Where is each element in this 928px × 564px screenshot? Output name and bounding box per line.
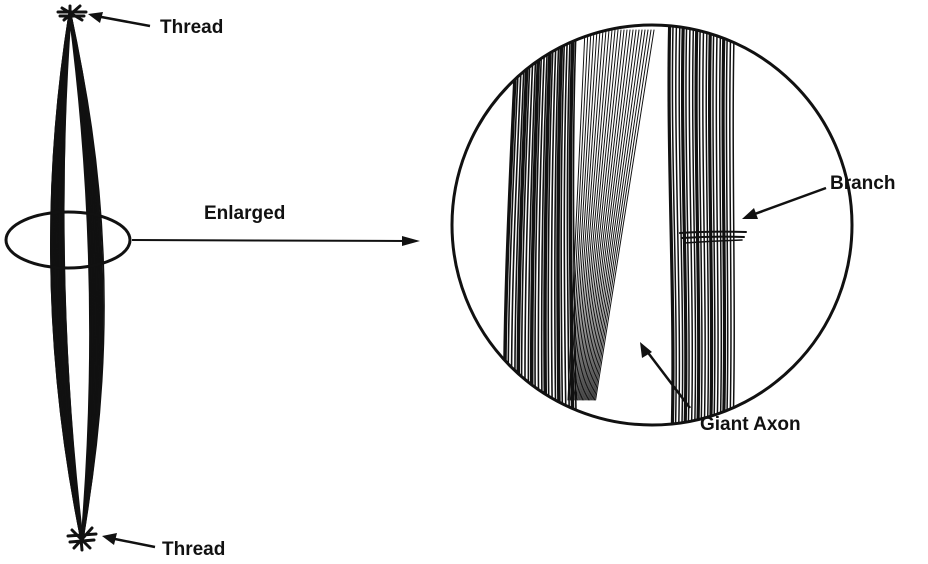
magnified-fiber-right [716, 10, 718, 440]
magnified-fiber-right [733, 10, 735, 440]
enlarge-arrow-head [402, 236, 420, 246]
magnified-fiber-right [726, 10, 727, 440]
branch-fiber [680, 232, 746, 233]
giant-axon-arrow [646, 350, 690, 408]
giant-axon-label: Giant Axon [700, 415, 801, 434]
thread-bottom-arrowhead [102, 533, 117, 545]
magnified-fiber-right [713, 10, 715, 440]
thread-top-arrow [96, 16, 150, 26]
thread-bottom-label: Thread [162, 540, 225, 559]
magnified-fiber-right [720, 10, 722, 440]
enlarge-arrow-shaft [132, 240, 408, 241]
branch-arrowhead [742, 208, 758, 219]
magnified-fiber-right [689, 10, 692, 440]
magnified-fiber-right [706, 10, 708, 440]
magnified-fiber-right [723, 10, 724, 440]
thread-bottom-arrow [110, 538, 155, 547]
magnified-fiber-right [696, 10, 699, 440]
branch-arrow [752, 188, 826, 215]
magnified-fiber-diagonal [586, 30, 630, 400]
nerve-bundle [52, 14, 104, 540]
enlarge-region-ellipse [6, 212, 130, 268]
thread-top-arrowhead [88, 12, 103, 23]
magnified-view [505, 10, 746, 440]
enlarged-label: Enlarged [204, 204, 285, 223]
magnified-fiber-right [703, 10, 705, 440]
branch-fiber [682, 237, 744, 238]
magnified-fiber-right [710, 10, 712, 440]
thread-top-label: Thread [160, 18, 223, 37]
magnified-fiber-right [730, 10, 732, 440]
branch-label: Branch [830, 174, 895, 193]
